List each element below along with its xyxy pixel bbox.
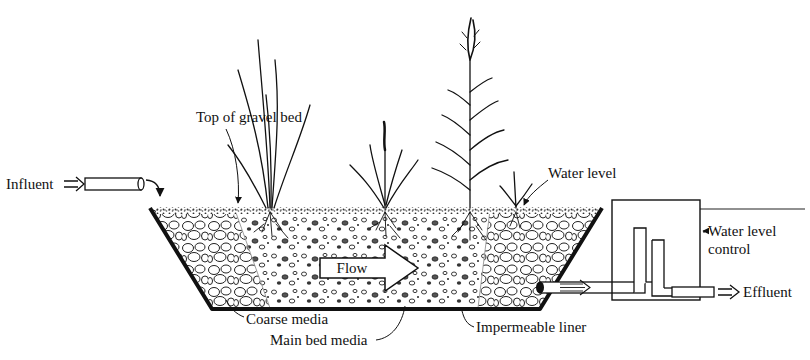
zone-boundary: [478, 210, 490, 308]
ground-line: [700, 208, 805, 209]
label-text: Water level control: [708, 222, 804, 258]
influent-pipe: [64, 177, 160, 196]
pipe-label: Influent: [6, 175, 53, 193]
leader-lines: [226, 129, 706, 340]
label-text: Top of gravel bed: [196, 108, 302, 126]
label-text: Main bed media: [270, 331, 367, 349]
pipe-label: Effluent: [743, 283, 792, 301]
label-text: Impermeable liner: [476, 318, 586, 336]
outlet-pipe: [536, 280, 645, 295]
main-bed: [235, 210, 490, 308]
flow-label: Flow: [337, 259, 368, 277]
label-text: Coarse media: [246, 310, 328, 328]
water-level-line: [152, 210, 600, 211]
gravel-surface: [156, 207, 598, 214]
plants: [228, 18, 532, 240]
label-text: Water level: [548, 164, 616, 182]
flow-arrow: [320, 245, 418, 291]
impermeable-liner: [150, 208, 602, 309]
coarse-zone: [478, 210, 600, 308]
